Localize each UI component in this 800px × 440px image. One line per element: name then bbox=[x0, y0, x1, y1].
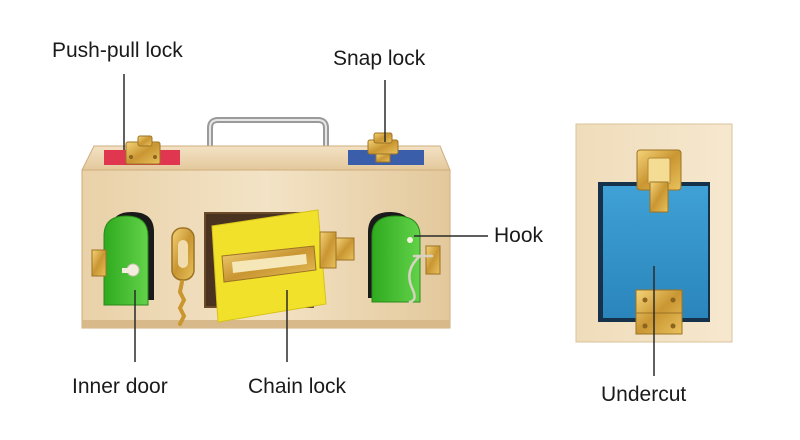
lock-box bbox=[81, 117, 451, 329]
label-undercut: Undercut bbox=[601, 383, 687, 406]
inner-door-left bbox=[91, 212, 154, 306]
push-pull-lock bbox=[125, 135, 161, 165]
snap-lock bbox=[367, 132, 399, 163]
label-push-pull-lock: Push-pull lock bbox=[52, 39, 183, 62]
door-knob bbox=[126, 263, 140, 277]
chain-lock bbox=[171, 227, 195, 326]
label-hook: Hook bbox=[494, 224, 544, 247]
door-hinge-icon bbox=[91, 249, 107, 277]
label-chain-lock: Chain lock bbox=[248, 375, 347, 398]
leader-lines bbox=[123, 74, 655, 376]
yellow-door bbox=[211, 209, 355, 323]
hook-icon bbox=[408, 254, 434, 304]
undercut-snap-lock bbox=[636, 149, 682, 213]
label-inner-door: Inner door bbox=[72, 375, 168, 398]
label-snap-lock: Snap lock bbox=[333, 47, 426, 70]
undercut-hinge bbox=[635, 289, 683, 335]
hook-door-right bbox=[368, 212, 441, 304]
